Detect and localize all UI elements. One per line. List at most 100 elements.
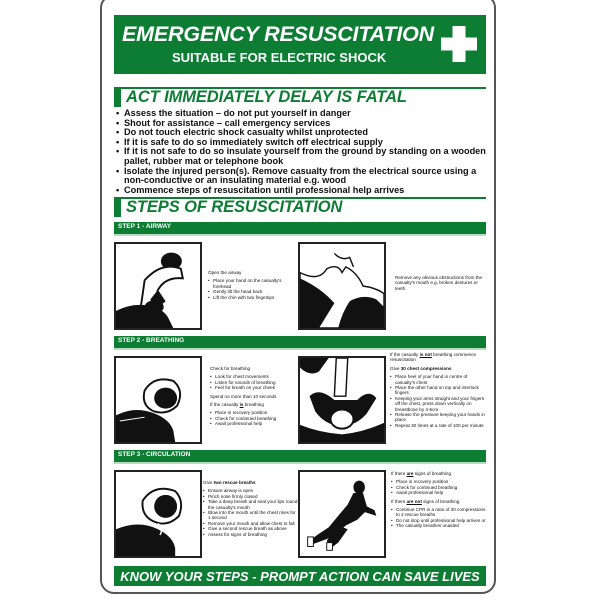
step-1-left-bullets: Place your hand on the casualty's forehe… (208, 278, 296, 300)
intro-text: Give (390, 365, 401, 371)
act-bullet-list: Assess the situation – do not put yourse… (116, 108, 486, 196)
intro-text: Give (203, 480, 214, 485)
step-2-bar: STEP 2 - BREATHING (114, 336, 486, 350)
step-bullet: Blow into the mouth until the chest rise… (203, 510, 298, 521)
step-bar-shadow (114, 348, 486, 350)
step-1-bar: STEP 1 - AIRWAY (114, 222, 486, 236)
step-3-left-text: Give two rescue breaths Ensure airway is… (203, 480, 298, 540)
step-3-right-condition-1: If there are signs of breathing (391, 471, 486, 476)
condition-text: If there (391, 498, 407, 504)
tilt-head-illustration (114, 242, 202, 330)
step-3-right-bullets-2: Continue CPR in a ratio of 30 compressio… (391, 507, 486, 529)
step-bullet: Lift the chin with two fingertips (208, 295, 296, 301)
step-bullet: Continue CPR in a ratio of 30 compressio… (391, 507, 486, 518)
first-aid-cross-icon (440, 25, 478, 63)
condition-text: breathing commence resuscitation (390, 352, 477, 363)
step-bullet: Give a second rescue breath as above (203, 526, 298, 532)
intro-emphasis: 30 chest compressions (400, 365, 452, 371)
step-3-left-bullets: Ensure airway is open Pinch nose firmly … (203, 488, 298, 537)
step-bar-shadow (114, 234, 486, 236)
step-bullet: Look for chest movements (210, 374, 298, 380)
condition-text: signs of breathing (413, 471, 452, 476)
step-bullet: Gently tilt the head back (208, 289, 296, 295)
condition-text: If the casualty (390, 352, 420, 357)
step-1-left-text: Open the airway Place your hand on the c… (208, 270, 296, 303)
recovery-running-illustration (298, 470, 386, 558)
steps-section-header: STEPS OF RESUSCITATION (114, 197, 486, 217)
step-bullet: Place in recovery position (391, 479, 486, 485)
condition-emphasis: are (406, 471, 414, 476)
step-3-bar: STEP 3 - CIRCULATION (114, 450, 486, 464)
step-bullet: Take a deep breath and seal your lips ro… (203, 499, 298, 510)
check-mouth-illustration (298, 242, 386, 330)
step-2-left-intro: Check for breathing (210, 366, 251, 371)
step-bullet: Remove your mouth and allow chest to fal… (203, 521, 298, 527)
header-banner (114, 15, 486, 74)
step-bullet: Assess for signs of breathing (203, 532, 298, 538)
step-2-left-note: Spend no more than 10 seconds (210, 393, 277, 399)
condition-emphasis: is not (419, 352, 432, 357)
listen-breathing-illustration (114, 356, 202, 444)
step-2-left-bullets: Look for chest movements Listen for soun… (210, 374, 298, 391)
step-bar-shadow (114, 462, 486, 464)
step-bullet: Place the other hand on top and interloc… (390, 385, 486, 396)
step-3-right-condition-2: If there are not signs of breathing (391, 499, 486, 504)
footer-banner: KNOW YOUR STEPS - PROMPT ACTION CAN SAVE… (114, 566, 486, 586)
section-marker (114, 197, 121, 217)
step-2-right-intro: Give 30 chest compressions (390, 366, 486, 371)
section-marker (114, 87, 121, 107)
step-3-left-intro: Give two rescue breaths (203, 480, 298, 485)
sign-title: EMERGENCY RESUSCITATION (122, 22, 434, 46)
step-1-right-intro: Remove any obvious obstructions from the… (395, 275, 483, 291)
step-bullet: Pinch nose firmly closed (203, 494, 298, 500)
footer-slogan: KNOW YOUR STEPS - PROMPT ACTION CAN SAVE… (120, 569, 480, 584)
step-3-right-text: If there are signs of breathing Place in… (391, 471, 486, 532)
step-2-left-text: Check for breathing Look for chest movem… (210, 366, 298, 430)
act-section-title: ACT IMMEDIATELY DELAY IS FATAL (126, 88, 407, 106)
step-3-right-bullets-1: Place in recovery position Check for con… (391, 479, 486, 496)
step-bullet: Await professional help (210, 421, 298, 427)
step-bullet: Place in recovery position (210, 410, 298, 416)
section-rule (114, 87, 486, 89)
sign-subtitle: SUITABLE FOR ELECTRIC SHOCK (172, 50, 387, 65)
act-bullet: If it is not safe to do so insulate your… (116, 147, 486, 166)
act-bullet: Assess the situation – do not put yourse… (116, 108, 486, 119)
condition-text: If there (391, 471, 407, 476)
condition-text: signs of breathing (421, 498, 460, 504)
step-2-label: STEP 2 - BREATHING (118, 337, 185, 344)
step-bullet: Check for continued breathing (391, 485, 486, 491)
step-2-right-text: If the casualty is not breathing commenc… (390, 352, 486, 431)
step-2-left-condition: If the casualty is breathing (210, 402, 298, 407)
step-1-right-text: Remove any obvious obstructions from the… (395, 275, 485, 294)
condition-text: breathing (243, 402, 264, 408)
step-2-right-condition: If the casualty is not breathing commenc… (390, 352, 486, 363)
act-bullet: Do not touch electric shock casualty whi… (116, 128, 486, 138)
step-bullet: Place your hand on the casualty's forehe… (208, 278, 296, 289)
step-bullet: Keeping your arms straight and your fing… (390, 396, 486, 412)
condition-text: If the casualty (210, 402, 240, 408)
step-bullet: Do not stop until professional help arri… (391, 518, 486, 524)
act-bullet: Isolate the injured person(s). Remove ca… (116, 166, 486, 186)
step-bullet: Check for continued breathing (210, 416, 298, 422)
step-bullet: Ensure airway is open (203, 488, 298, 494)
section-rule (114, 197, 486, 199)
step-1-left-intro: Open the airway (208, 270, 242, 275)
step-bullet: The casualty breathes unaided (391, 523, 486, 529)
condition-emphasis: are not (406, 498, 422, 504)
step-bullet: Listen for sounds of breathing (210, 380, 298, 386)
act-bullet: If it is safe to do so immediately switc… (116, 137, 486, 148)
steps-section-title: STEPS OF RESUSCITATION (126, 198, 343, 216)
rescue-breath-illustration (114, 470, 202, 558)
step-2-left-bullets-2: Place in recovery position Check for con… (210, 410, 298, 427)
step-bullet: Await professional help (391, 490, 486, 496)
step-bullet: Release the pressure keeping your hands … (390, 412, 486, 423)
step-bullet: Repeat 30 times at a rate of 100 per min… (390, 423, 486, 429)
intro-emphasis: two rescue breaths (213, 480, 256, 485)
act-bullet: Commence steps of resuscitation until pr… (116, 185, 486, 196)
step-3-label: STEP 3 - CIRCULATION (118, 451, 191, 458)
step-2-right-bullets: Place heel of your hand in centre of cas… (390, 374, 486, 429)
condition-emphasis: is (239, 402, 244, 408)
act-bullet: Shout for assistance – call emergency se… (116, 118, 486, 129)
step-bullet: Place heel of your hand in centre of cas… (390, 374, 486, 385)
chest-compression-illustration (298, 356, 386, 444)
